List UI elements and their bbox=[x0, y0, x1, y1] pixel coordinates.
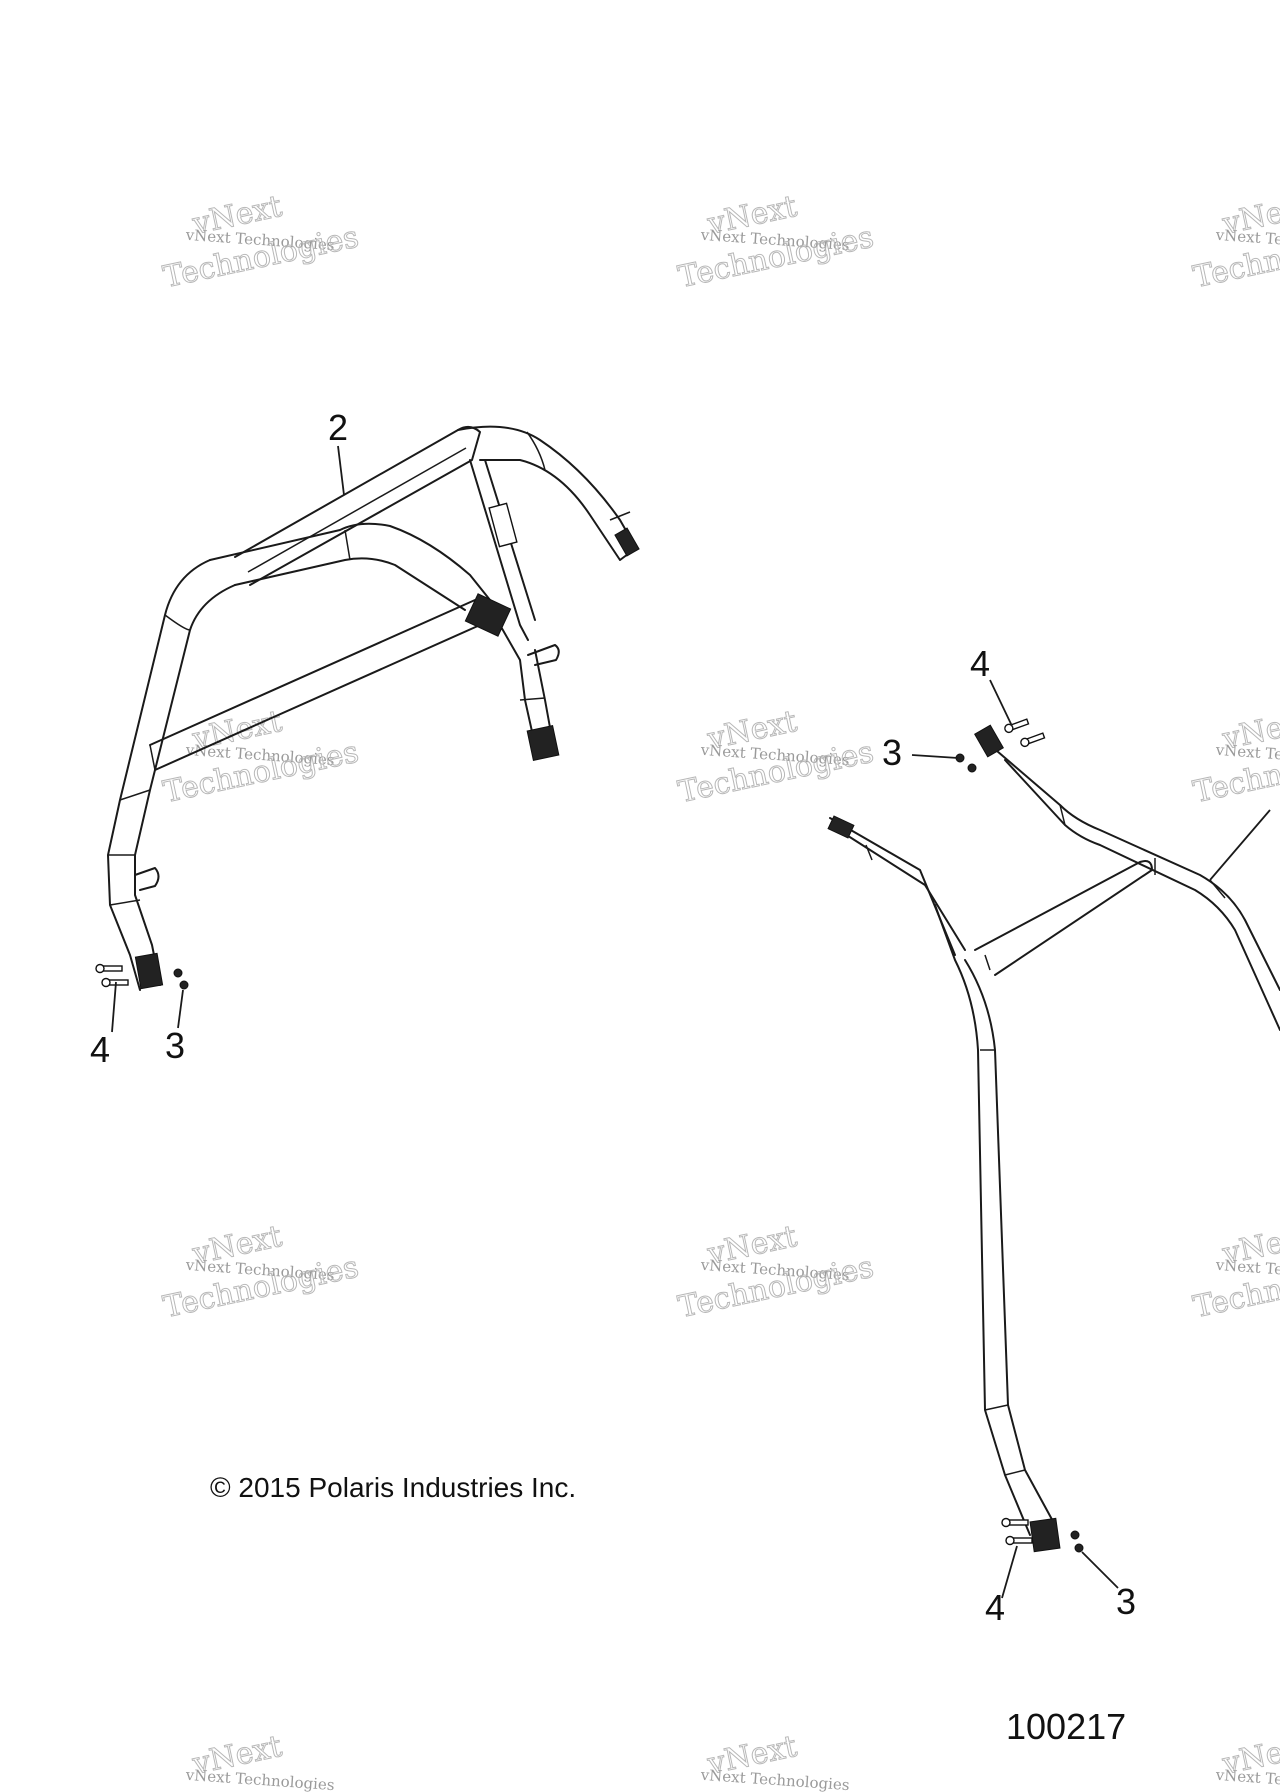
callout-4: 4 bbox=[90, 1029, 110, 1070]
roll-bar-rear bbox=[827, 724, 1280, 1553]
svg-text:vNext Technologies: vNext Technologies bbox=[184, 1766, 335, 1792]
drawing-number: 100217 bbox=[1006, 1706, 1127, 1747]
watermark: vNext vNext Technologies Technologies bbox=[160, 188, 362, 295]
leader-2 bbox=[337, 445, 345, 496]
watermark: vNext vNext Technologies Technologies bbox=[160, 1218, 362, 1325]
bolt bbox=[95, 963, 123, 974]
roll-bar-front bbox=[107, 425, 640, 991]
callouts: 2 4 3 4 3 4 3 bbox=[90, 407, 1136, 1628]
hardware-right-top bbox=[911, 679, 1271, 881]
copyright-notice: © 2015 Polaris Industries Inc. bbox=[210, 1472, 577, 1503]
watermark: vNext vNext Technologies Technologies bbox=[675, 703, 877, 810]
callout-4: 4 bbox=[985, 1587, 1005, 1628]
nut bbox=[1070, 1530, 1080, 1540]
callout-3: 3 bbox=[165, 1025, 185, 1066]
bolt bbox=[1001, 1517, 1029, 1528]
callout-3: 3 bbox=[882, 732, 902, 773]
nut bbox=[1074, 1543, 1084, 1553]
callout-2: 2 bbox=[328, 407, 348, 448]
watermark: vNext vNext Technologies Technologies bbox=[160, 703, 362, 810]
hardware-right-bottom bbox=[1001, 1517, 1119, 1599]
nut bbox=[173, 968, 183, 978]
watermark: vNext vNext Technologies bbox=[184, 1728, 335, 1792]
hardware-left bbox=[95, 963, 189, 1033]
watermark: vNext vNext Technologies Technologies bbox=[1190, 1218, 1280, 1325]
bolt bbox=[1005, 1535, 1033, 1546]
watermark: vNext vNext Technologies Technologies bbox=[1190, 188, 1280, 295]
watermark: vNext vNext Technologies Technologies bbox=[1190, 703, 1280, 810]
watermark: vNext vNext Technologies Technologies bbox=[675, 188, 877, 295]
watermark: vNext vNext Technologies bbox=[1214, 1728, 1280, 1792]
callout-3: 3 bbox=[1116, 1581, 1136, 1622]
watermark: vNext vNext Technologies Technologies bbox=[675, 1218, 877, 1325]
nut bbox=[179, 980, 189, 990]
bolt bbox=[1020, 732, 1046, 748]
svg-text:vNext Technologies: vNext Technologies bbox=[699, 1766, 850, 1792]
svg-text:vNext Technologies: vNext Technologies bbox=[1214, 1766, 1280, 1792]
watermark: vNext vNext Technologies bbox=[699, 1728, 850, 1792]
callout-4: 4 bbox=[970, 643, 990, 684]
bolt bbox=[1004, 718, 1030, 734]
bolt bbox=[101, 977, 129, 988]
nut bbox=[967, 763, 977, 773]
